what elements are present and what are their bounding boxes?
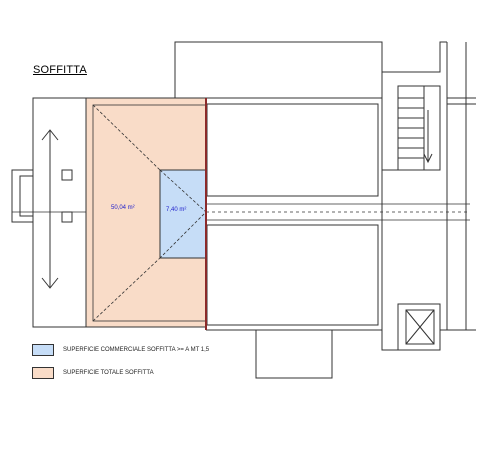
left-jamb-bottom bbox=[61, 211, 73, 223]
room-lower bbox=[206, 224, 379, 326]
left-jamb-top bbox=[61, 169, 73, 181]
corridor-lines bbox=[207, 203, 470, 221]
commercial-area-label: 7,40 m² bbox=[166, 207, 187, 213]
lift-cross bbox=[405, 309, 435, 345]
left-wall-block bbox=[32, 97, 87, 328]
legend-item-total: SUPERFICIE TOTALE SOFFITTA bbox=[32, 366, 154, 380]
left-notch bbox=[11, 169, 33, 223]
legend-swatch-commercial bbox=[32, 344, 54, 356]
lift-frame bbox=[381, 304, 476, 351]
lift-cabin bbox=[405, 309, 435, 345]
legend-label-commercial: SUPERFICIE COMMERCIALE SOFFITTA >= A MT … bbox=[63, 347, 210, 353]
room-upper bbox=[206, 103, 379, 197]
upper-block bbox=[174, 41, 383, 99]
right-step bbox=[447, 97, 476, 105]
lift-shaft bbox=[397, 303, 441, 351]
right-outer bbox=[382, 41, 447, 73]
left-notch-inner bbox=[19, 175, 33, 217]
stair-arrow bbox=[423, 110, 433, 164]
total-area-label: 50,04 m² bbox=[111, 205, 135, 211]
bottom-block bbox=[255, 329, 333, 379]
commercial-attic-area bbox=[159, 169, 207, 259]
legend-label-total: SUPERFICIE TOTALE SOFFITTA bbox=[63, 370, 154, 376]
height-arrow bbox=[41, 129, 59, 289]
legend-swatch-total bbox=[32, 367, 54, 379]
right-frame bbox=[206, 97, 383, 331]
stair-treads bbox=[382, 86, 440, 171]
page-title: SOFFITTA bbox=[33, 64, 87, 76]
legend-item-commercial: SUPERFICIE COMMERCIALE SOFFITTA >= A MT … bbox=[32, 343, 209, 357]
